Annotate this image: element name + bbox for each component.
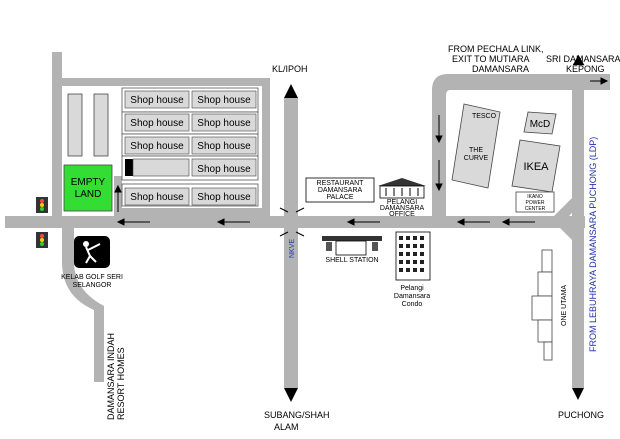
north-arrow-icon [284,84,298,98]
ldp-label: FROM LEBUHRAYA DAMANSARA PUCHONG (LDP) [588,137,598,352]
puchong-arrow-icon [572,388,584,400]
shop-house-label: Shop house [130,141,184,152]
direction-triangles [284,54,585,402]
mcd-label: McD [530,119,551,130]
shop-houses: Shop house Shop house Shop house Shop ho… [121,87,259,207]
pelangi-office-label-1: PELANGI [387,199,417,206]
ikano-label-2: POWER [526,200,545,206]
left-loop-north [52,78,270,86]
ikano-label-1: IKANO [527,194,543,200]
right-loop-road [432,74,610,226]
restaurant-label-1: RESTAURANT [317,180,365,187]
shell-station-icon [322,236,382,256]
empty-land-label-2: LAND [75,189,102,200]
the-curve-label-2: CURVE [464,155,489,162]
tesco-label: TESCO [472,113,497,120]
pechala-label-2: EXIT TO MUTIARA [452,54,530,64]
sri-damansara-label-1: SRI DAMANSARA/ [546,54,620,64]
restaurant-label-2: DAMANSARA [318,187,363,194]
parking-block-1 [67,93,83,157]
pelangi-condo-label-2: Damansara [394,293,430,300]
resort-label-1: DAMANSARA INDAH [106,333,116,420]
pechala-label-3: DAMANSARA [472,64,529,74]
golf-club-icon [74,236,110,268]
empty-land [63,164,113,212]
pelangi-office-label-2: DAMANSARA [380,205,425,212]
traffic-arrows [114,77,609,237]
ikano-label-3: CENTER [525,206,546,212]
the-curve-label-1: THE [469,147,483,154]
shop-house-label: Shop house [130,118,184,129]
pelangi-condo-label-3: Condo [402,301,423,308]
one-utama-building [531,249,553,361]
parking-block-2 [93,93,109,157]
pelangi-office-icon [378,178,426,199]
empty-land-label-1: EMPTY [71,177,106,188]
ldp-road [572,82,584,388]
kl-ipoh-label: KL/IPOH [272,64,308,74]
nkve-label: NKVE [289,239,296,258]
ldp-ramp-lower [558,220,578,240]
shop-house-label: Shop house [197,95,251,106]
south-arrow-icon [284,388,298,402]
golf-label-1: KELAB GOLF SERI [61,274,123,281]
the-curve-building [451,103,501,189]
shop-house-label: Shop house [197,192,251,203]
shell-station-label: SHELL STATION [325,257,378,264]
shop-house-label: Shop house [130,192,184,203]
shop-house-label: Shop house [197,118,251,129]
ikea-label: IKEA [523,161,549,173]
one-utama-label: ONE UTAMA [561,285,568,326]
subang-label-2: ALAM [274,422,299,432]
pelangi-condo-label-1: Pelangi [400,285,424,292]
shop-house-label: Shop house [197,164,251,175]
restaurant-label-3: PALACE [326,194,353,201]
puchong-label: PUCHONG [558,410,604,420]
ne-arrow-icon [572,54,585,66]
left-loop-east [262,78,270,216]
subang-label-1: SUBANG/SHAH [264,410,330,420]
pelangi-condo-icon [395,231,431,281]
sri-damansara-label-2: KEPONG [566,64,605,74]
mcd-building [523,111,557,135]
ikano-building [515,191,555,213]
resort-label-2: RESORT HOMES [116,347,126,420]
pelangi-office-label-3: OFFICE [389,211,415,218]
left-loop-west [52,52,62,216]
traffic-light-icon [36,197,48,248]
shop-house-label: Shop house [130,95,184,106]
service-lane-bottom [114,208,262,216]
resort-road [62,228,104,382]
roads [5,52,610,388]
restaurant-box [305,177,375,203]
shop-house-label: Shop house [197,141,251,152]
golf-label-2: SELANGOR [73,282,112,289]
nkve-road [284,98,298,388]
ldp-ramp-upper [548,198,580,226]
pechala-label-1: FROM PECHALA LINK, [448,44,544,54]
